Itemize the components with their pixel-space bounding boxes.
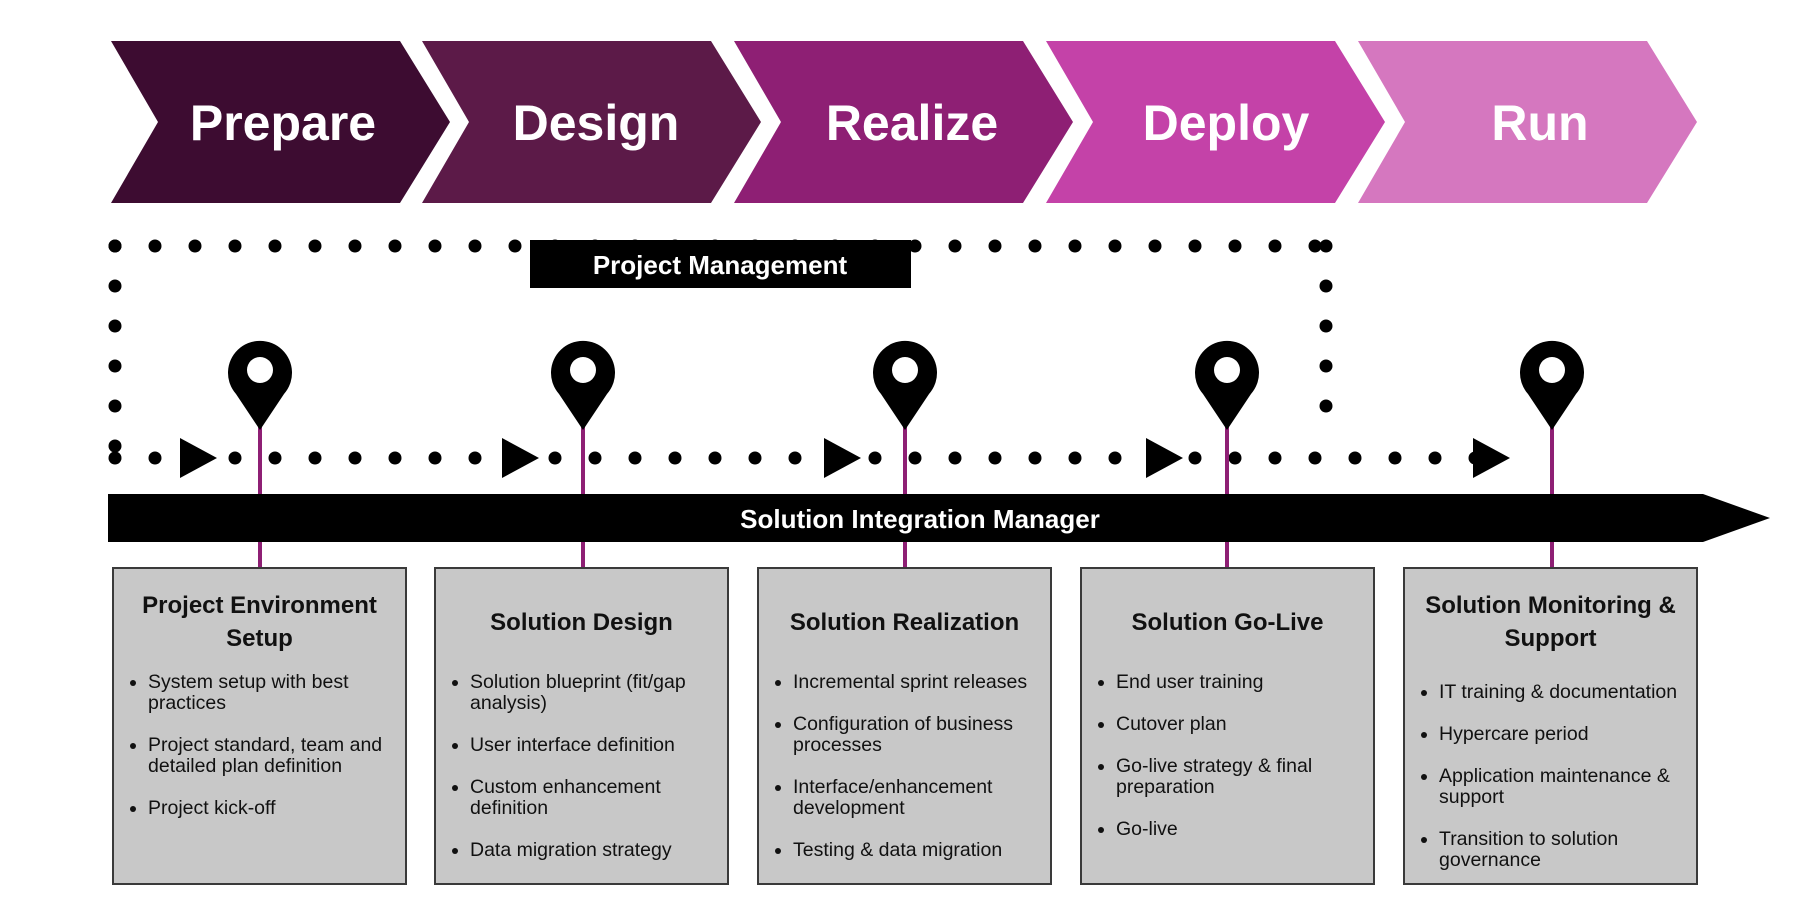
phase-card: Solution Go-Live End user training Cutov… [1080, 567, 1375, 885]
list-item: Cutover plan [1116, 714, 1367, 735]
list-item: System setup with best practices [148, 672, 399, 714]
list-item: Hypercare period [1439, 724, 1690, 745]
list-item: End user training [1116, 672, 1367, 693]
map-pin-icon [1520, 340, 1584, 430]
card-bullet-list: End user training Cutover plan Go-live s… [1082, 672, 1373, 840]
phase-card: Solution Design Solution blueprint (fit/… [434, 567, 729, 885]
map-pin-icon [228, 340, 292, 430]
timeline-arrow-3 [824, 438, 861, 478]
pin-connectors [258, 420, 1554, 567]
phase-chevron-run [1358, 41, 1697, 203]
list-item: Go-live strategy & final preparation [1116, 756, 1367, 798]
phase-chevron-design [422, 41, 761, 203]
card-bullet-list: Incremental sprint releases Configuratio… [759, 672, 1050, 861]
phase-chevron-realize [734, 41, 1073, 203]
phase-chevrons: Prepare Design Realize Deploy Run [111, 41, 1697, 203]
list-item: Incremental sprint releases [793, 672, 1044, 693]
list-item: Application maintenance & support [1439, 766, 1690, 808]
list-item: Data migration strategy [470, 840, 721, 861]
map-pin-icon [873, 340, 937, 430]
phase-card: Solution Monitoring & Support IT trainin… [1403, 567, 1698, 885]
list-item: Testing & data migration [793, 840, 1044, 861]
card-bullet-list: System setup with best practices Project… [114, 672, 405, 819]
phase-card: Project Environment Setup System setup w… [112, 567, 407, 885]
integration-bar-arrow [108, 494, 1770, 542]
phase-card: Solution Realization Incremental sprint … [757, 567, 1052, 885]
list-item: Project standard, team and detailed plan… [148, 735, 399, 777]
list-item: Solution blueprint (fit/gap analysis) [470, 672, 721, 714]
phase-label-run: Run [1491, 95, 1588, 151]
map-pin-icon [1195, 340, 1259, 430]
card-title: Solution Design [490, 608, 673, 636]
list-item: Configuration of business processes [793, 714, 1044, 756]
project-management-label-box [530, 240, 911, 288]
timeline-arrows [180, 438, 1510, 478]
card-title: Solution Monitoring & Support [1425, 592, 1676, 652]
list-item: Project kick-off [148, 798, 399, 819]
timeline-arrow-1 [180, 438, 217, 478]
phase-label-design: Design [513, 95, 680, 151]
timeline-arrow-5 [1473, 438, 1510, 478]
list-item: IT training & documentation [1439, 682, 1690, 703]
timeline-arrow-4 [1146, 438, 1183, 478]
map-pin-icon [551, 340, 615, 430]
phase-chevron-prepare [111, 41, 450, 203]
project-management-label: Project Management [593, 250, 848, 280]
list-item: Custom enhancement definition [470, 777, 721, 819]
card-bullet-list: Solution blueprint (fit/gap analysis) Us… [436, 672, 727, 861]
phase-chevron-deploy [1046, 41, 1385, 203]
list-item: User interface definition [470, 735, 721, 756]
list-item: Interface/enhancement development [793, 777, 1044, 819]
list-item: Transition to solution governance [1439, 829, 1690, 871]
phase-label-deploy: Deploy [1143, 95, 1310, 151]
list-item: Go-live [1116, 819, 1367, 840]
card-bullet-list: IT training & documentation Hypercare pe… [1405, 682, 1696, 871]
map-pins [228, 340, 1584, 430]
timeline-arrow-2 [502, 438, 539, 478]
card-title: Project Environment Setup [142, 592, 377, 652]
card-title: Solution Go-Live [1131, 608, 1324, 636]
phase-label-realize: Realize [826, 95, 998, 151]
phase-label-prepare: Prepare [190, 95, 376, 151]
card-title: Solution Realization [789, 608, 1020, 636]
integration-bar-label: Solution Integration Manager [740, 504, 1100, 534]
